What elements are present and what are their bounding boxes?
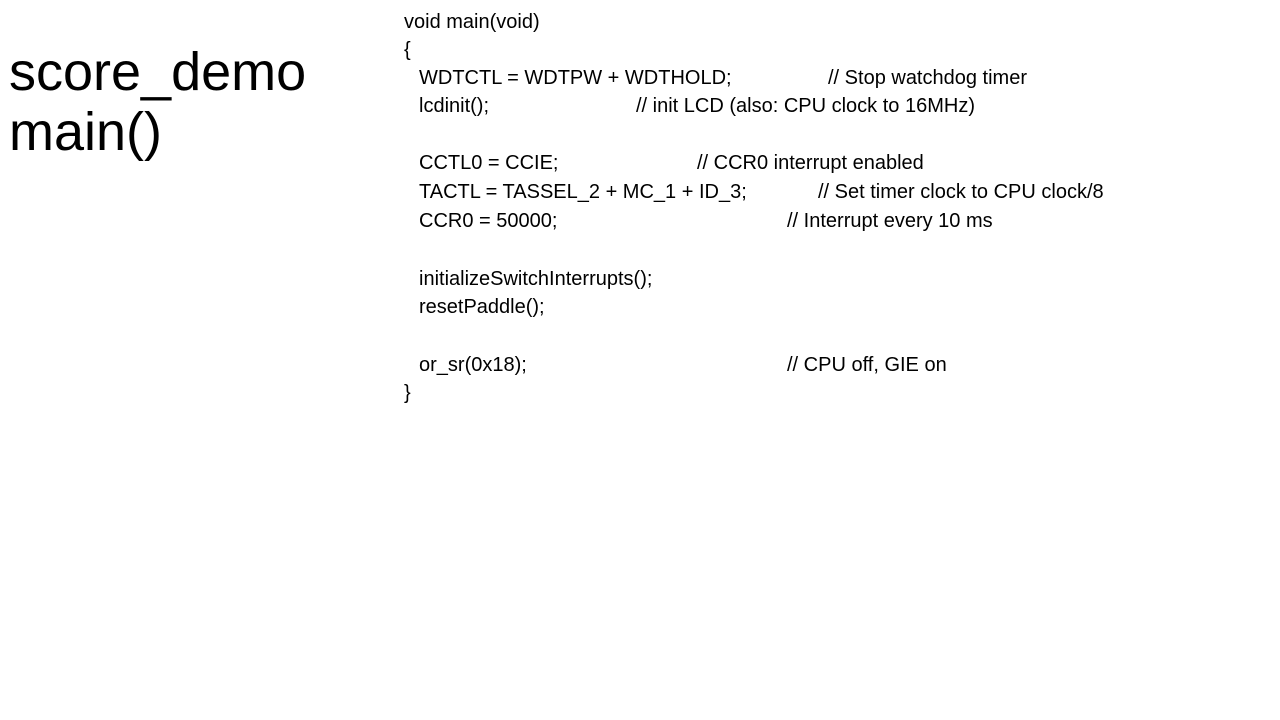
- code-line-close-brace: }: [404, 382, 411, 404]
- code-line-init-switch-interrupts: initializeSwitchInterrupts();: [419, 268, 653, 290]
- code-comment-cctl0: // CCR0 interrupt enabled: [697, 152, 924, 174]
- code-line-reset-paddle: resetPaddle();: [419, 296, 545, 318]
- slide-title-line-2: main(): [9, 102, 163, 162]
- code-line-lcdinit: lcdinit();: [419, 95, 490, 117]
- code-comment-or-sr: // CPU off, GIE on: [787, 354, 947, 376]
- code-comment-ccr0: // Interrupt every 10 ms: [787, 210, 993, 232]
- code-comment-lcdinit: // init LCD (also: CPU clock to 16MHz): [636, 95, 975, 117]
- code-comment-tactl: // Set timer clock to CPU clock/8: [818, 181, 1104, 203]
- slide-title-line-1: score_demo: [9, 42, 307, 102]
- slide-title: score_demo main(): [9, 42, 389, 162]
- code-line-or-sr: or_sr(0x18);: [419, 354, 527, 376]
- code-comment-wdtctl: // Stop watchdog timer: [828, 67, 1027, 89]
- code-line-tactl: TACTL = TASSEL_2 + MC_1 + ID_3;: [419, 181, 747, 203]
- code-line-open-brace: {: [404, 39, 411, 61]
- code-line-wdtctl: WDTCTL = WDTPW + WDTHOLD;: [419, 67, 732, 89]
- code-line-signature: void main(void): [404, 11, 540, 33]
- code-line-ccr0: CCR0 = 50000;: [419, 210, 558, 232]
- code-line-cctl0: CCTL0 = CCIE;: [419, 152, 559, 174]
